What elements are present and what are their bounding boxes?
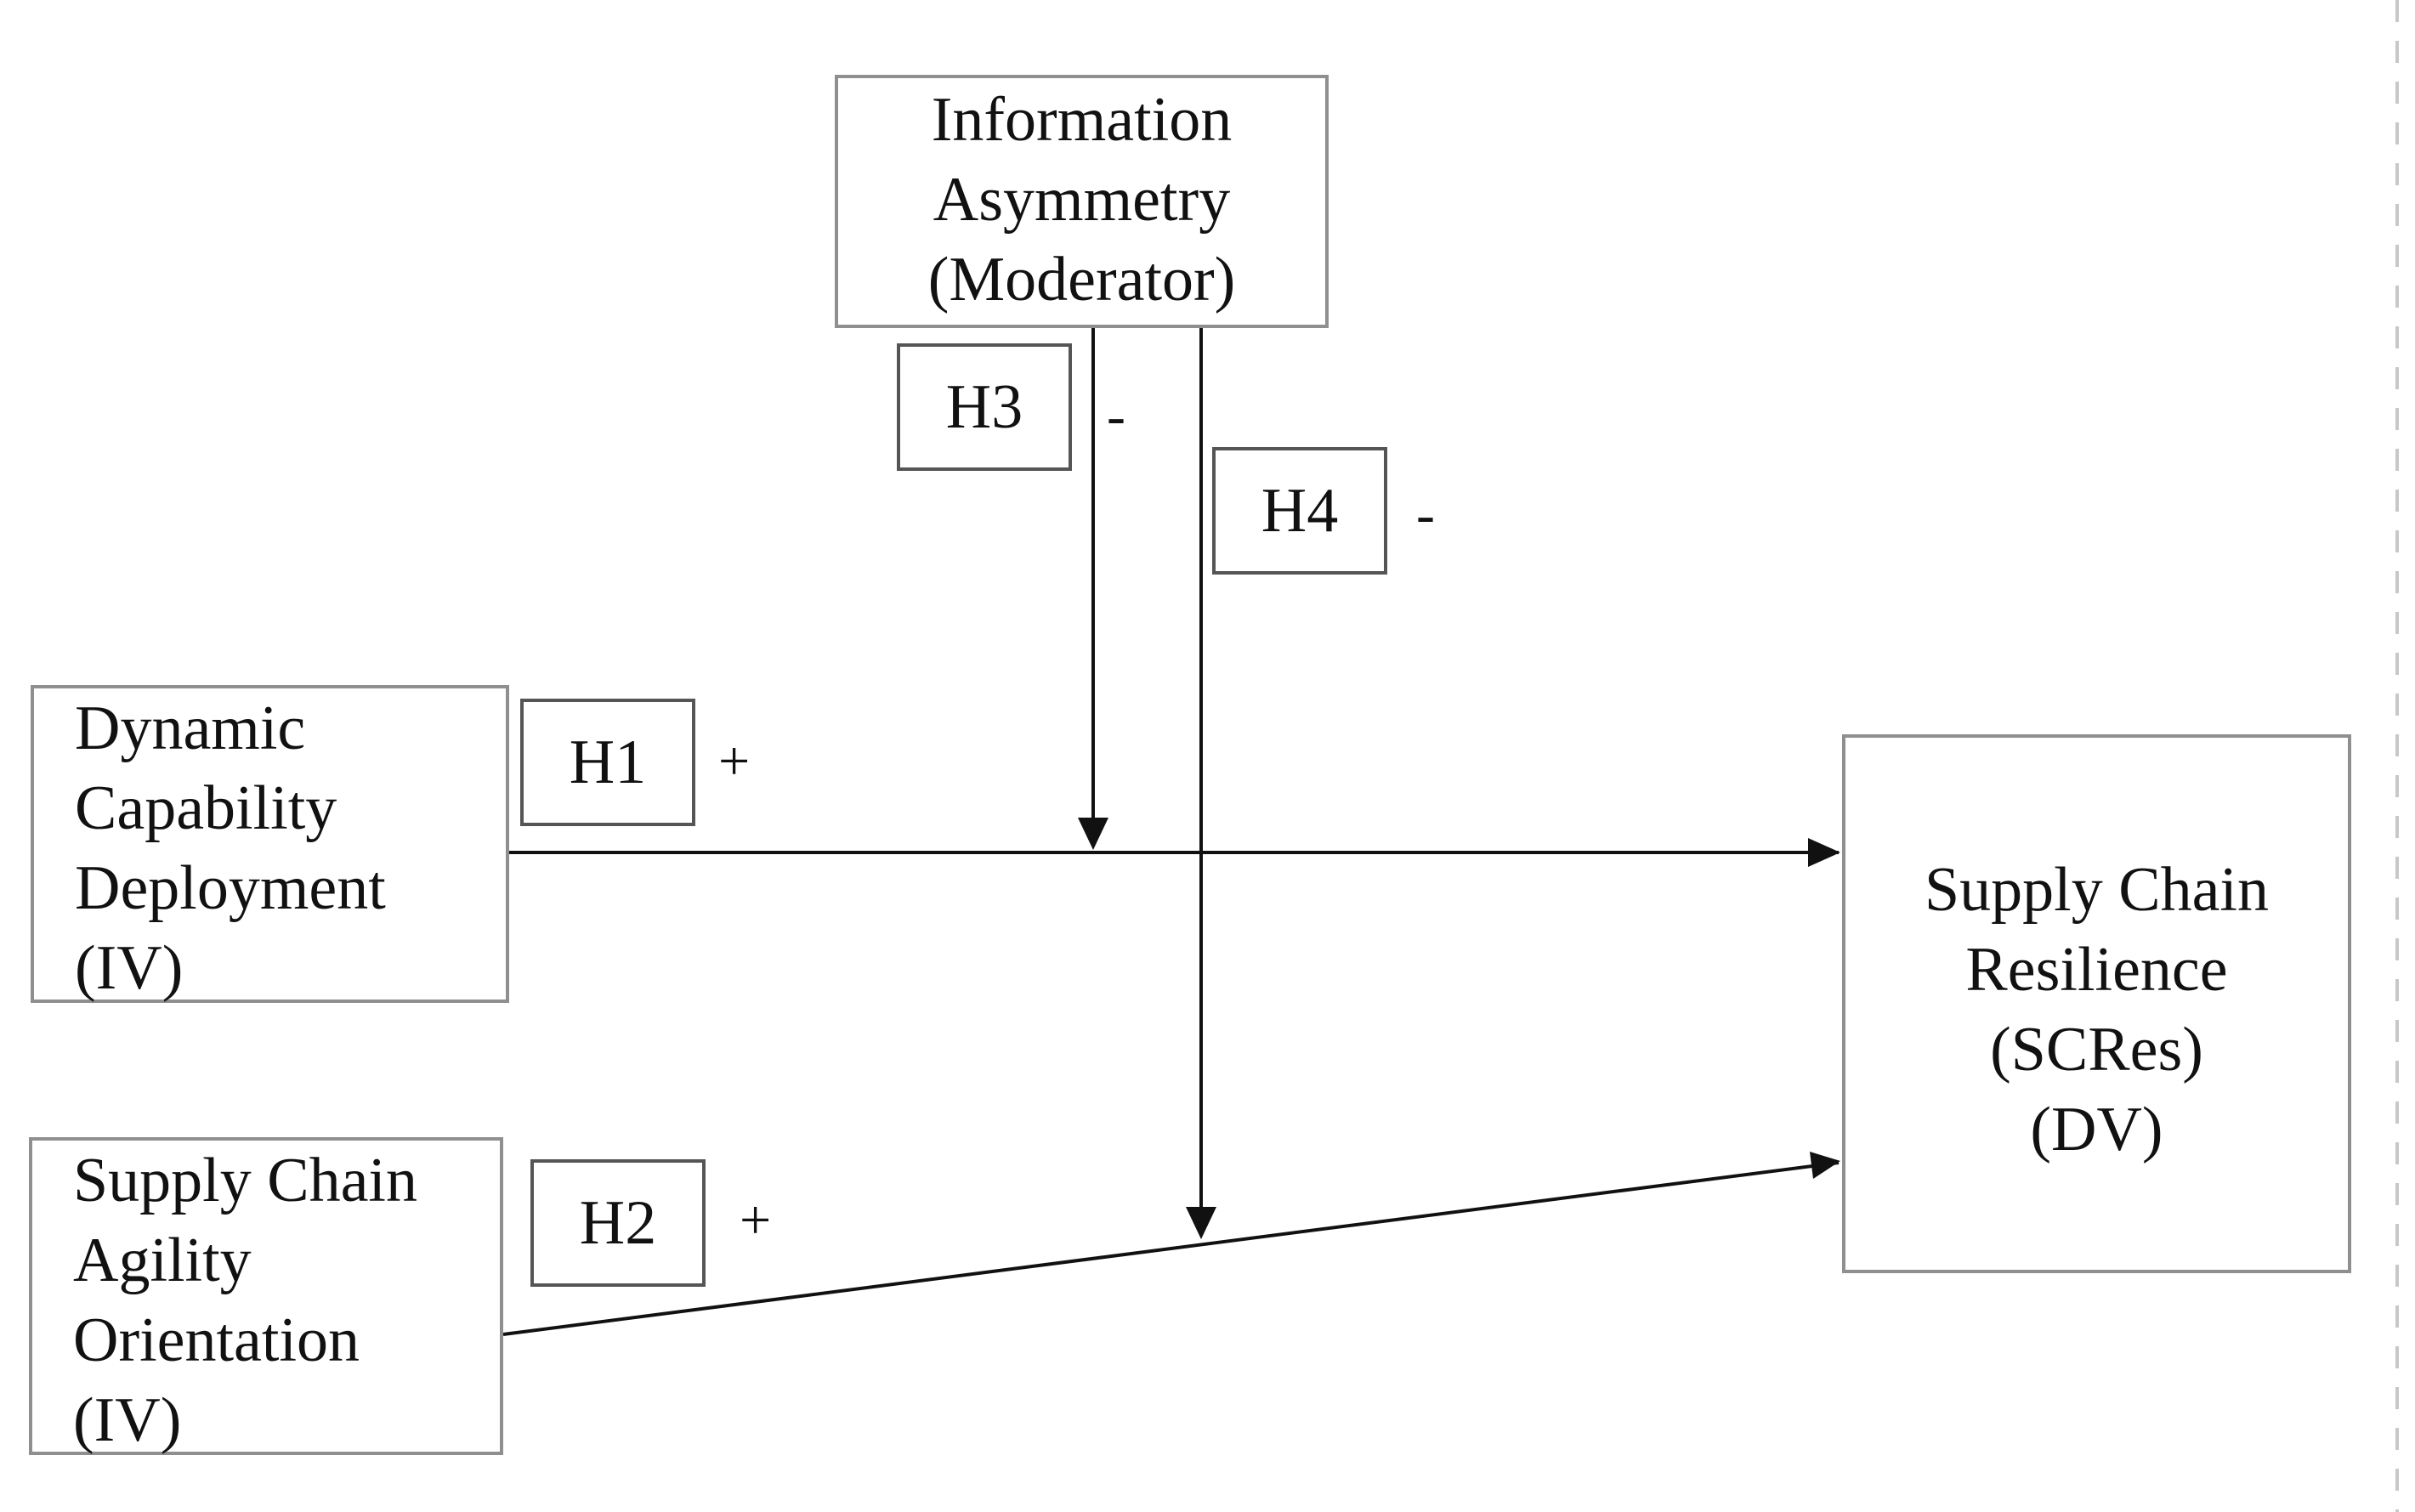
arrowhead-h3 — [1078, 818, 1108, 850]
node-line: (DV) — [2030, 1095, 2163, 1164]
node-line: (Moderator) — [927, 245, 1236, 314]
node-line: Supply Chain — [1925, 855, 2269, 925]
node-line: (SCRes) — [1990, 1015, 2203, 1084]
hypothesis-h4-label: H4 — [1212, 447, 1387, 575]
hypothesis-h4-sign: - — [1416, 484, 1435, 546]
node-line: Asymmetry — [933, 165, 1231, 235]
node-line: (IV) — [75, 933, 184, 1003]
node-line: Agility — [73, 1226, 252, 1295]
hypothesis-h3-label: H3 — [897, 343, 1072, 471]
arrowhead-h2 — [1810, 1152, 1840, 1179]
node-line: Dynamic — [75, 694, 306, 763]
node-line: Orientation — [73, 1305, 360, 1375]
node-supply-chain-resilience: Supply Chain Resilience (SCRes) (DV) — [1842, 734, 2351, 1273]
node-line: Supply Chain — [73, 1146, 417, 1215]
edge-h2-iv2-to-dv — [502, 1161, 1840, 1336]
node-supply-chain-agility-orientation: Supply Chain Agility Orientation (IV) — [29, 1137, 503, 1455]
hypothesis-h2-label: H2 — [530, 1159, 706, 1287]
node-information-asymmetry: Information Asymmetry (Moderator) — [835, 75, 1329, 328]
node-line: Information — [931, 85, 1233, 155]
node-line: Capability — [75, 773, 337, 843]
arrowhead-h4 — [1186, 1207, 1216, 1239]
hypothesis-h1-label: H1 — [520, 699, 695, 826]
node-dynamic-capability-deployment: Dynamic Capability Deployment (IV) — [31, 685, 509, 1003]
hypothesis-h1-sign: + — [718, 730, 751, 792]
arrowhead-h1 — [1808, 838, 1840, 867]
hypothesis-h3-sign: - — [1107, 385, 1125, 447]
node-line: (IV) — [73, 1385, 182, 1455]
node-line: Resilience — [1965, 935, 2228, 1005]
hypothesis-h2-sign: + — [740, 1189, 772, 1251]
node-line: Deployment — [75, 853, 386, 923]
